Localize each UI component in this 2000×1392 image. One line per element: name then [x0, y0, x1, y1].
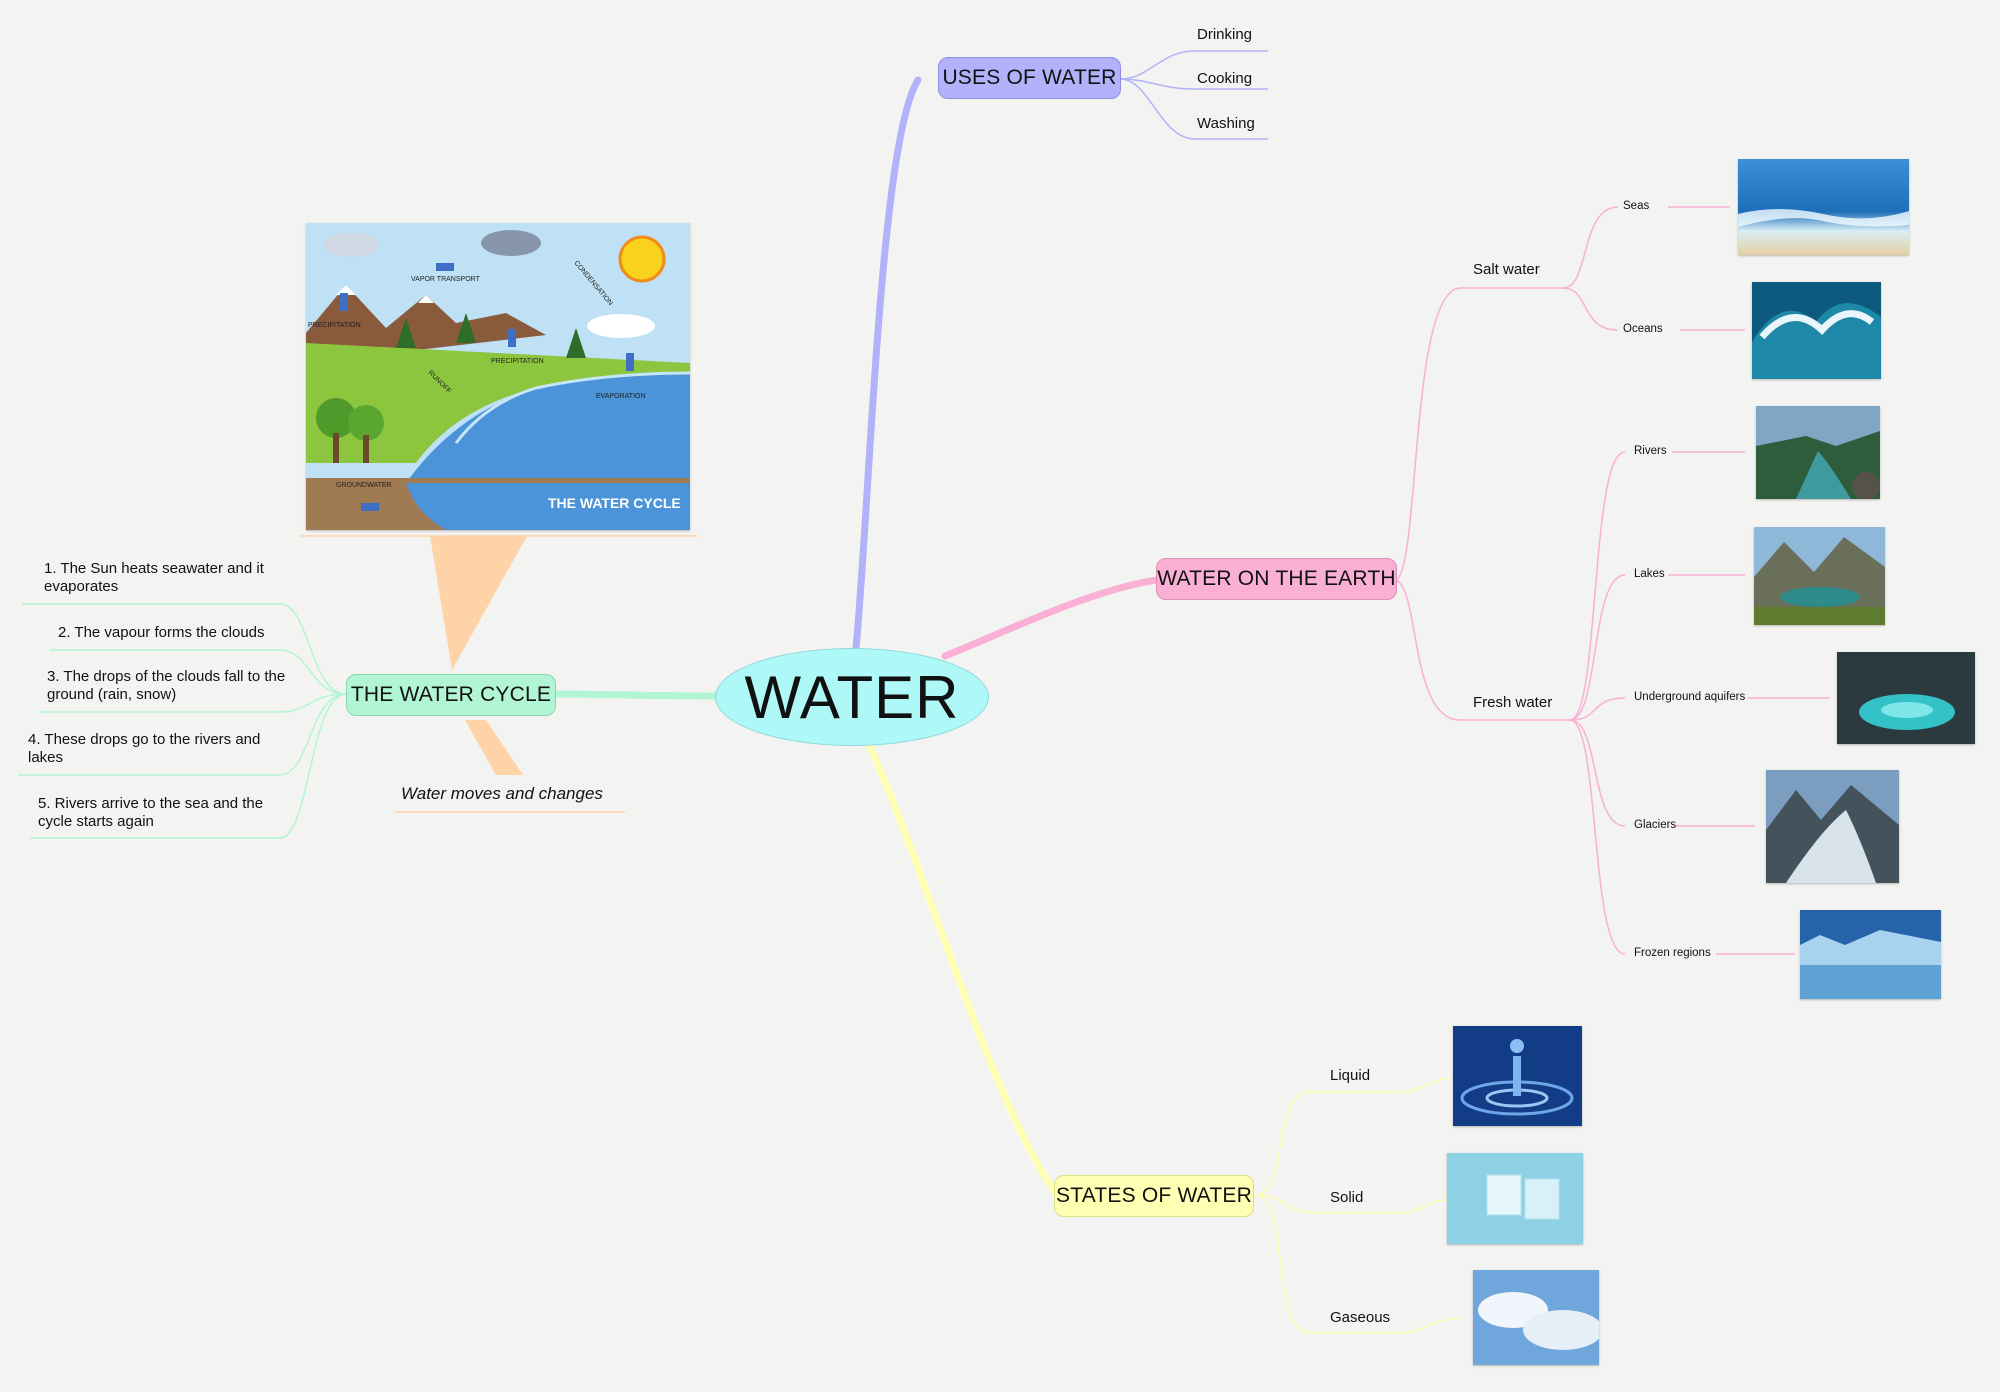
photo-lakes [1754, 527, 1885, 625]
topic-uses-label: USES OF WATER [942, 66, 1117, 89]
cycle-step-4[interactable]: 4. These drops go to the rivers and lake… [28, 731, 261, 766]
branch-earth [941, 576, 1161, 660]
cycle-step-5[interactable]: 5. Rivers arrive to the sea and the cycl… [38, 795, 264, 830]
central-topic[interactable]: WATER [715, 648, 989, 746]
branch-cycle [552, 690, 720, 700]
photo-liquid [1453, 1026, 1582, 1126]
fresh-item-lakes[interactable]: Lakes [1634, 568, 1665, 580]
cycle-note[interactable]: Water moves and changes [401, 784, 603, 803]
illus-title: THE WATER CYCLE [548, 495, 681, 511]
cycle-step-2[interactable]: 2. The vapour forms the clouds [58, 624, 265, 641]
topic-cycle-label: THE WATER CYCLE [350, 683, 552, 706]
uses-item-cooking[interactable]: Cooking [1197, 70, 1253, 87]
topic-states-of-water[interactable]: STATES OF WATER [1054, 1175, 1254, 1217]
uses-item-drinking[interactable]: Drinking [1197, 26, 1253, 43]
photo-aquifers [1837, 652, 1975, 744]
topic-uses-of-water[interactable]: USES OF WATER [938, 57, 1121, 99]
topic-water-on-earth[interactable]: WATER ON THE EARTH [1156, 558, 1397, 600]
illus-label-precip-1: PRECIPITATION [308, 322, 361, 329]
earth-salt-water[interactable]: Salt water [1473, 261, 1540, 278]
fresh-item-frozen-regions[interactable]: Frozen regions [1634, 947, 1711, 959]
salt-item-oceans[interactable]: Oceans [1623, 323, 1663, 335]
states-item-solid[interactable]: Solid [1330, 1189, 1364, 1206]
cycle-step-3[interactable]: 3. The drops of the clouds fall to the g… [47, 668, 286, 703]
photo-frozen-regions [1800, 910, 1941, 999]
branch-uses [852, 76, 922, 652]
states-item-gaseous[interactable]: Gaseous [1330, 1309, 1391, 1326]
illus-label-vapor: VAPOR TRANSPORT [411, 276, 481, 283]
photo-gaseous [1473, 1270, 1599, 1365]
central-topic-label: WATER [744, 663, 960, 731]
water-cycle-illustration: VAPOR TRANSPORT CONDENSATION PRECIPITATI… [306, 223, 690, 530]
photo-rivers [1756, 406, 1880, 499]
uses-item-washing[interactable]: Washing [1197, 115, 1255, 132]
illus-label-groundwater: GROUNDWATER [336, 482, 392, 489]
branch-states [864, 738, 1061, 1199]
illus-label-evaporation: EVAPORATION [596, 393, 646, 400]
photo-seas [1738, 159, 1909, 255]
illus-label-precip-2: PRECIPITATION [491, 358, 544, 365]
states-item-liquid[interactable]: Liquid [1330, 1067, 1371, 1084]
earth-fresh-water[interactable]: Fresh water [1473, 694, 1553, 711]
photo-solid [1447, 1153, 1583, 1244]
photo-glaciers [1766, 770, 1899, 883]
fresh-item-glaciers[interactable]: Glaciers [1634, 819, 1677, 831]
fresh-item-rivers[interactable]: Rivers [1634, 445, 1667, 457]
salt-item-seas[interactable]: Seas [1623, 200, 1650, 212]
topic-earth-label: WATER ON THE EARTH [1157, 567, 1396, 590]
topic-states-label: STATES OF WATER [1056, 1184, 1252, 1207]
fresh-item-aquifers[interactable]: Underground aquifers [1634, 691, 1746, 703]
topic-water-cycle[interactable]: THE WATER CYCLE [346, 674, 556, 716]
photo-oceans [1752, 282, 1881, 379]
cycle-step-1[interactable]: 1. The Sun heats seawater and it evapora… [44, 560, 264, 595]
